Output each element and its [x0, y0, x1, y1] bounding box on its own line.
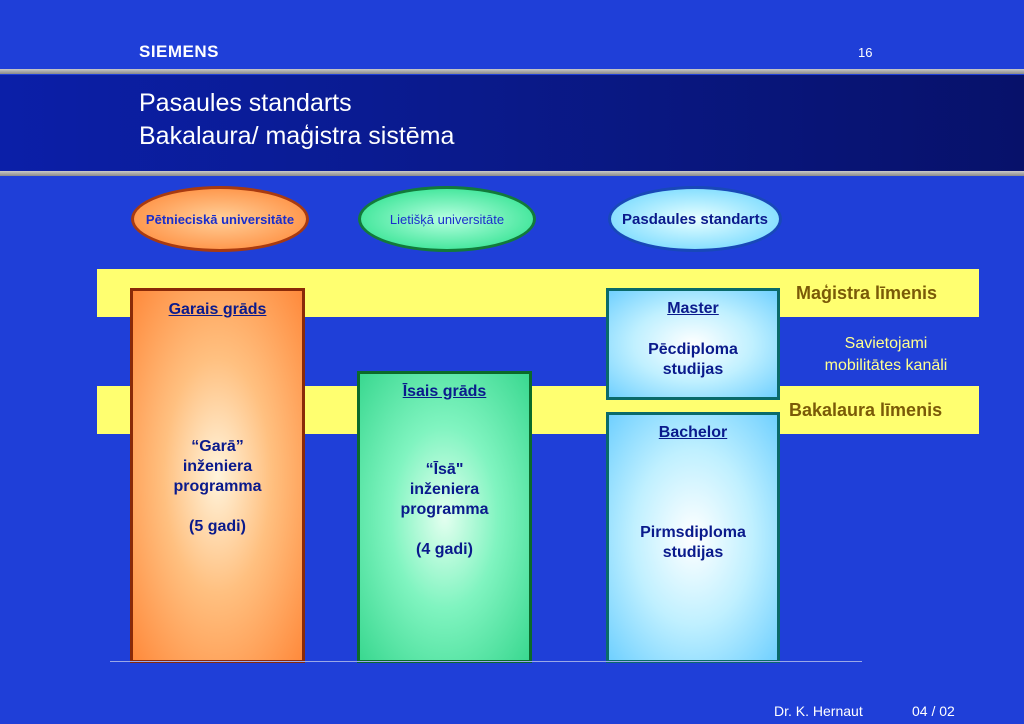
long-degree-heading: Garais grāds: [168, 301, 267, 318]
baseline-divider: [110, 661, 862, 662]
mobility-channels-note: Savietojami mobilitātes kanāli: [806, 333, 966, 377]
short-degree-line-1: “Īsā": [425, 461, 464, 478]
research-university-label: Pētnieciskā universitāte: [145, 211, 295, 227]
master-box: Master Pēcdiploma studijas: [606, 288, 780, 400]
short-degree-heading: Īsais grāds: [402, 383, 487, 400]
short-degree-duration: (4 gadi): [416, 541, 473, 558]
bachelor-line-2: studijas: [662, 544, 724, 561]
long-degree-line-3: programma: [173, 478, 262, 495]
long-degree-line-1: “Garā”: [191, 438, 244, 455]
bachelor-level-label: Bakalaura līmenis: [789, 400, 943, 420]
master-heading: Master: [667, 300, 719, 317]
mobility-line-1: Savietojami: [844, 335, 928, 352]
master-level-label: Maģistra līmenis: [796, 283, 938, 303]
top-divider: [0, 69, 1024, 74]
world-standard-oval: Pasdaules standarts: [608, 186, 782, 252]
slide-number: 16: [858, 45, 873, 60]
bachelor-heading: Bachelor: [658, 424, 728, 441]
applied-university-label: Lietišķā universitāte: [389, 211, 505, 227]
bottom-divider: [0, 171, 1024, 176]
master-line-2: studijas: [662, 361, 724, 378]
long-degree-box: Garais grāds “Garā” inženiera programma …: [130, 288, 305, 663]
world-standard-label: Pasdaules standarts: [622, 210, 768, 228]
slide-title-line-2: Bakalaura/ maģistra sistēma: [139, 122, 455, 150]
slide-title-line-1: Pasaules standarts: [139, 89, 352, 117]
footer-date: 04 / 02: [912, 703, 955, 719]
footer-author: Dr. K. Hernaut: [774, 703, 863, 719]
title-band: [0, 75, 1024, 171]
siemens-logo: SIEMENS: [139, 42, 220, 61]
long-degree-duration: (5 gadi): [189, 518, 246, 535]
long-degree-line-2: inženiera: [182, 458, 253, 475]
master-line-1: Pēcdiploma: [648, 341, 738, 358]
research-university-oval: Pētnieciskā universitāte: [131, 186, 309, 252]
short-degree-box: Īsais grāds “Īsā" inženiera programma (4…: [357, 371, 532, 663]
bachelor-line-1: Pirmsdiploma: [640, 524, 746, 541]
bachelor-box: Bachelor Pirmsdiploma studijas: [606, 412, 780, 663]
applied-university-oval: Lietišķā universitāte: [358, 186, 536, 252]
mobility-line-2: mobilitātes kanāli: [824, 357, 948, 374]
short-degree-line-2: inženiera: [409, 481, 480, 498]
short-degree-line-3: programma: [400, 501, 489, 518]
